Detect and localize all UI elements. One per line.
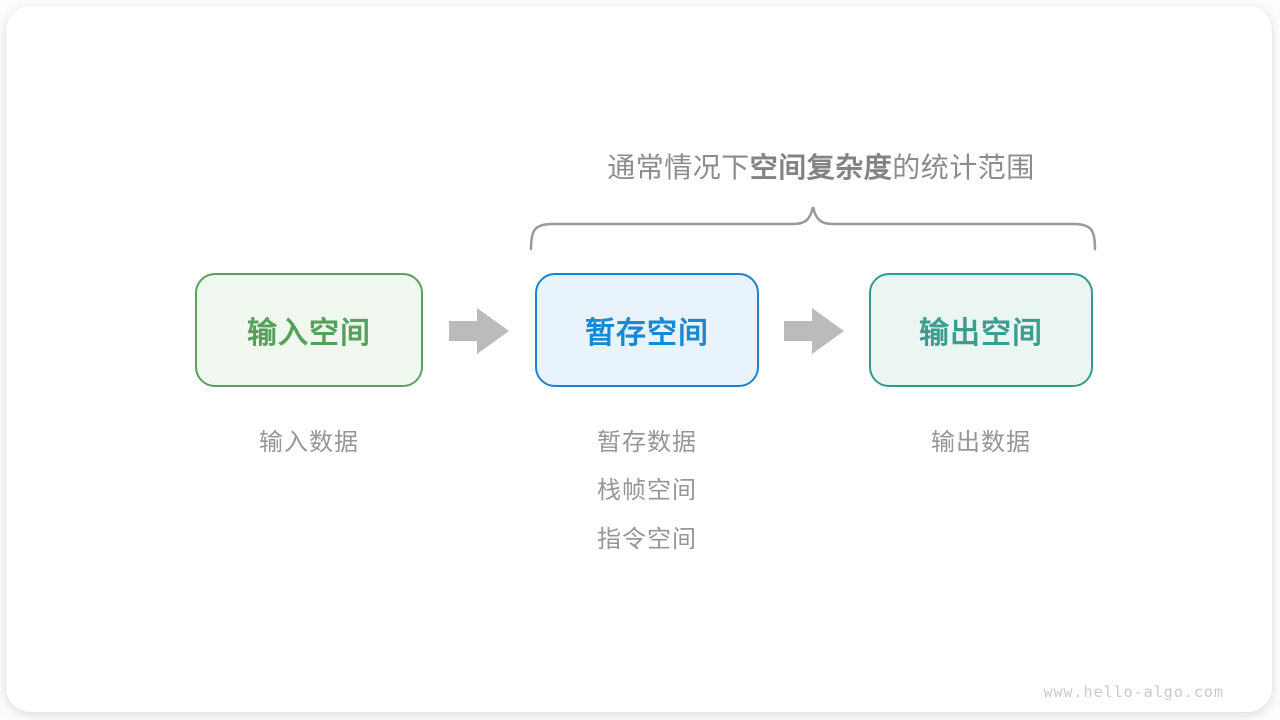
scope-title-prefix: 通常情况下 — [607, 152, 750, 183]
note-stack-frame-space: 栈帧空间 — [597, 477, 697, 504]
box-temp-space: 暂存空间 — [535, 273, 759, 387]
scope-title-suffix: 的统计范围 — [892, 152, 1035, 183]
diagram-card: 通常情况下空间复杂度的统计范围 输入空间 暂存空间 输出空间 输入数据 暂存数据… — [6, 6, 1272, 712]
box-output-space: 输出空间 — [869, 273, 1093, 387]
note-output-data: 输出数据 — [931, 429, 1031, 456]
arrow-right-icon — [449, 308, 509, 354]
box-output-space-label: 输出空间 — [919, 317, 1043, 350]
scope-title-bold: 空间复杂度 — [749, 152, 893, 183]
scope-brace — [529, 206, 1097, 251]
box-input-space-label: 输入空间 — [247, 317, 371, 350]
arrow-right-icon — [784, 308, 844, 354]
note-instruction-space: 指令空间 — [597, 526, 697, 553]
note-input-data: 输入数据 — [259, 429, 359, 456]
watermark: www.hello-algo.com — [1043, 683, 1224, 701]
note-temp-data: 暂存数据 — [597, 429, 697, 456]
box-temp-space-label: 暂存空间 — [585, 317, 709, 350]
box-input-space: 输入空间 — [195, 273, 423, 387]
scope-title: 通常情况下空间复杂度的统计范围 — [607, 152, 1035, 184]
